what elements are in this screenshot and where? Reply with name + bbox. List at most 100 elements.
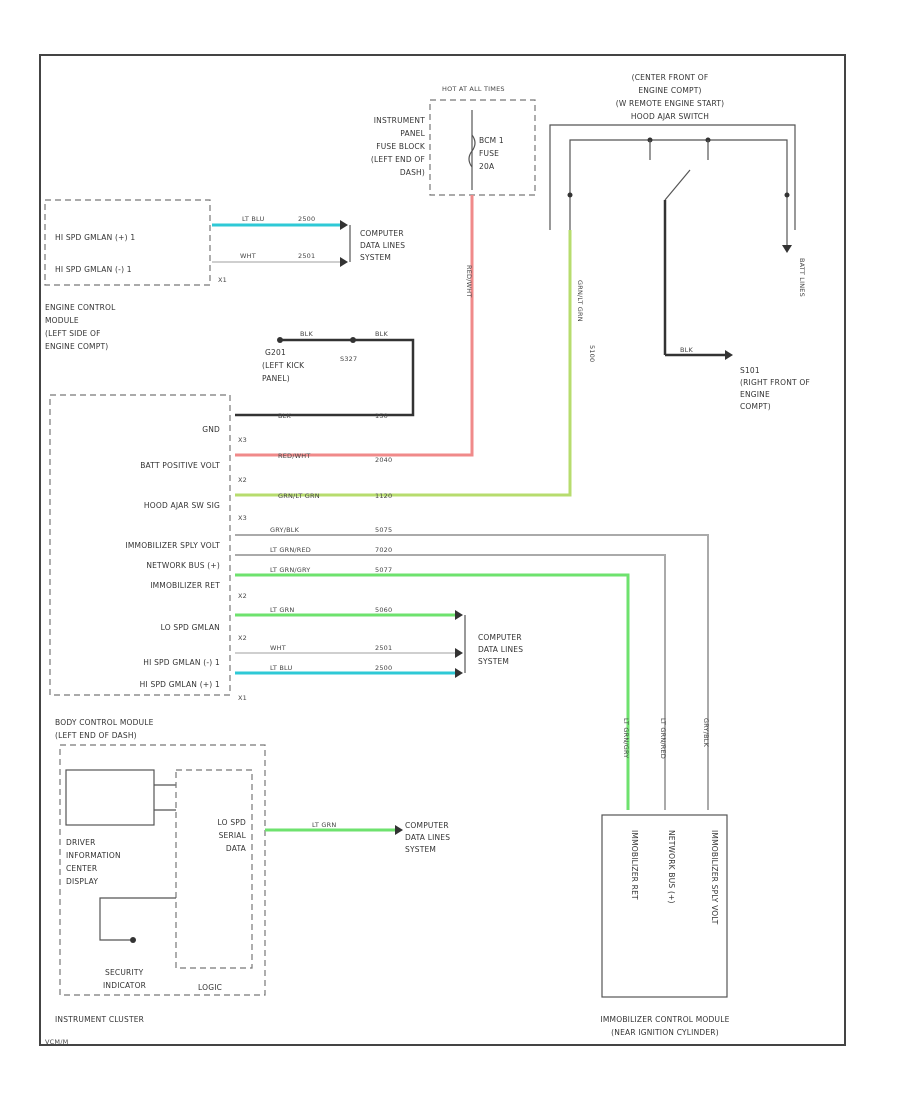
immo-pin-supply: IMMOBILIZER SPLY VOLT <box>710 830 719 925</box>
network-wire-label: LT GRN/RED <box>270 546 311 554</box>
bcm-label-1: BODY CONTROL MODULE <box>55 718 154 727</box>
ecm-outline <box>44 199 211 286</box>
fuse-label-1: BCM 1 <box>479 136 504 145</box>
lo-spd-wire-label: LT GRN <box>270 606 294 614</box>
switch-contact-icon <box>664 169 691 201</box>
ecm-label-3: (LEFT SIDE OF <box>45 329 101 338</box>
immo-ret-wire <box>235 573 630 810</box>
batt-wire-label: RED/WHT <box>278 452 311 460</box>
bcm-pin-network: NETWORK BUS (+) <box>146 561 220 570</box>
bcm-label-2: (LEFT END OF DASH) <box>55 731 137 740</box>
batt-lines-label: BATT LINES <box>798 258 806 297</box>
security-indicator-icon <box>130 937 136 943</box>
ip-fuse-block-label-4: (LEFT END OF <box>371 155 425 164</box>
dic-label-4: DISPLAY <box>66 877 98 886</box>
arrow-icon <box>340 220 348 230</box>
security-led-wire <box>99 897 176 941</box>
ic-logic-label: LOGIC <box>198 983 222 992</box>
gnd-wire-circuit: 150 <box>375 412 388 420</box>
connector-x2: X2 <box>238 476 247 484</box>
ecm-circuit-2500: 2500 <box>298 215 315 223</box>
hood-ajar-wire <box>235 230 572 497</box>
ground-wire-blk-label-2: BLK <box>375 330 388 338</box>
ic-label: INSTRUMENT CLUSTER <box>55 1015 144 1024</box>
bcm-pin-immo-supply: IMMOBILIZER SPLY VOLT <box>125 541 220 550</box>
bcm-pin-hi-minus: HI SPD GMLAN (-) 1 <box>143 658 220 667</box>
lo-spd-circuit: 5060 <box>375 606 392 614</box>
hood-wire-label: GRN/LT GRN <box>278 492 320 500</box>
arrow-icon <box>455 648 463 658</box>
ecm-label-4: ENGINE COMPT) <box>45 342 108 351</box>
diagram-frame <box>39 54 846 1046</box>
cdl-3-label-1: COMPUTER <box>405 821 449 830</box>
bcm-pin-lo-spd: LO SPD GMLAN <box>161 623 220 632</box>
center-front-label-1: (CENTER FRONT OF <box>632 73 709 82</box>
ic-outline <box>59 744 266 996</box>
immo-supply-wire <box>235 534 709 810</box>
hi-plus-wire-label: LT BLU <box>270 664 293 672</box>
ip-fuse-block-label-5: DASH) <box>400 168 425 177</box>
ip-fuse-block-label-3: FUSE BLOCK <box>376 142 426 151</box>
cdl-3-label-2: DATA LINES <box>405 833 450 842</box>
security-label-2: INDICATOR <box>103 981 146 990</box>
bcm-pin-immo-ret: IMMOBILIZER RET <box>150 581 220 590</box>
s101-label-2: (RIGHT FRONT OF <box>740 378 810 387</box>
bcm-pin-batt: BATT POSITIVE VOLT <box>140 461 220 470</box>
hood-switch-housing <box>549 124 796 230</box>
ecm-wire-wht-label: WHT <box>240 252 256 260</box>
hi-minus-circuit: 2501 <box>375 644 392 652</box>
ic-wire-label: LT GRN <box>312 821 336 829</box>
ic-logic-box <box>175 769 253 969</box>
g201-label-2: (LEFT KICK <box>262 361 305 370</box>
hood-switch-node <box>784 192 790 198</box>
ecm-label-1: ENGINE CONTROL <box>45 303 116 312</box>
s101-label-1: S101 <box>740 366 760 375</box>
ecm-label-2: MODULE <box>45 316 79 325</box>
center-front-label-3: (W REMOTE ENGINE START) <box>616 99 725 108</box>
immo-pin-network: NETWORK BUS (+) <box>667 830 676 904</box>
g201-label-1: G201 <box>265 348 286 357</box>
immo-ret-wire-label: LT GRN/GRY <box>270 566 310 574</box>
fuse-block-outline <box>429 99 536 196</box>
hot-at-all-times-label: HOT AT ALL TIMES <box>442 85 505 93</box>
immo-supply-circuit: 5075 <box>375 526 392 534</box>
footer-code: VCM/M <box>45 1038 68 1046</box>
connector-x1: X1 <box>238 694 247 702</box>
ecm-connector-x1: X1 <box>218 276 227 284</box>
immo-label-1: IMMOBILIZER CONTROL MODULE <box>600 1015 729 1024</box>
network-circuit: 7020 <box>375 546 392 554</box>
g201-label-3: PANEL) <box>262 374 290 383</box>
s101-label-4: COMPT) <box>740 402 771 411</box>
ip-fuse-block-label-1: INSTRUMENT <box>374 116 425 125</box>
cdl-2-label-1: COMPUTER <box>478 633 522 642</box>
green-wire-vertical-label: GRN/LT GRN <box>576 280 584 322</box>
connector-x2c: X2 <box>238 634 247 642</box>
dic-label-3: CENTER <box>66 864 97 873</box>
immo-pin-ret: IMMOBILIZER RET <box>630 830 639 900</box>
immo-supply-wire-label: GRY/BLK <box>270 526 300 534</box>
immo-ret-circuit: 5077 <box>375 566 392 574</box>
ecm-wire-ltblu-label: LT BLU <box>242 215 265 223</box>
network-vert-label: LT GRN/RED <box>659 718 667 759</box>
ecm-pin-hi-minus: HI SPD GMLAN (-) 1 <box>55 265 132 274</box>
ground-wire-blk-label: BLK <box>300 330 313 338</box>
batt-wire-circuit: 2040 <box>375 456 392 464</box>
ecm-pin-hi-plus: HI SPD GMLAN (+) 1 <box>55 233 135 242</box>
immo-label-2: (NEAR IGNITION CYLINDER) <box>611 1028 719 1037</box>
arrow-icon <box>340 257 348 267</box>
cdl-2-label-3: SYSTEM <box>478 657 509 666</box>
cdl-1-label-3: SYSTEM <box>360 253 391 262</box>
cdl-1-label-1: COMPUTER <box>360 229 404 238</box>
arrow-icon <box>455 610 463 620</box>
hi-minus-wire-label: WHT <box>270 644 286 652</box>
network-bus-wire <box>235 554 666 810</box>
dic-connection <box>154 784 176 811</box>
connector-x3b: X3 <box>238 514 247 522</box>
cdl-3-label-3: SYSTEM <box>405 845 436 854</box>
cdl-1-label-2: DATA LINES <box>360 241 405 250</box>
bcm-pin-hi-plus: HI SPD GMLAN (+) 1 <box>140 680 220 689</box>
bcm-outline <box>49 394 231 696</box>
gnd-wire-label: BLK <box>278 412 291 420</box>
